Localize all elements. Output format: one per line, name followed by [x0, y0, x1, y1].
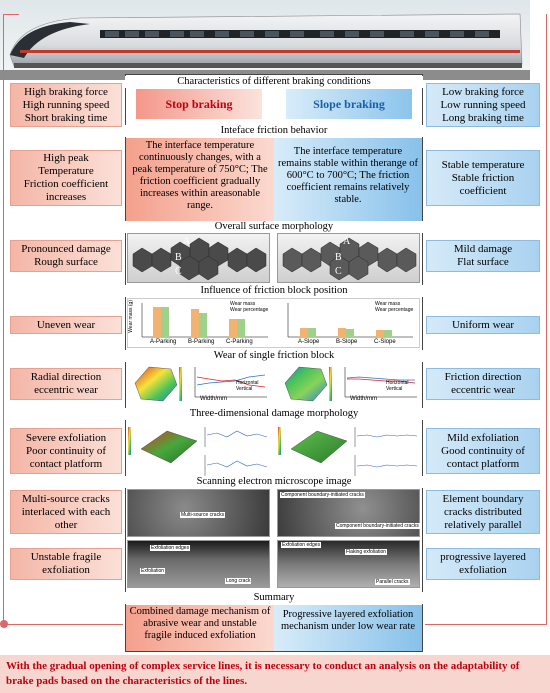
right-item-interface: Stable temperature Stable friction coeff…	[426, 150, 540, 206]
single-legend-h-stop: Horizontal	[236, 380, 259, 386]
interface-title: Inteface friction behavior	[125, 125, 423, 137]
footer-text: With the gradual opening of complex serv…	[0, 655, 550, 693]
bar-a-parking-pct	[161, 307, 169, 337]
interface-stop-text: The interface temperature continuously c…	[126, 138, 274, 221]
bar-c-parking-mass	[229, 319, 237, 337]
left-item-unstable: Unstable fragile exfoliation	[10, 548, 122, 580]
left-item-interface: High peak Temperature Friction coefficie…	[10, 150, 122, 206]
legend-pct-parking: Wear percentage	[230, 307, 269, 313]
sem-label-component-2: Component boundary-initiated cracks	[335, 523, 420, 529]
left-item-multi: Multi-source cracks interlaced with each…	[10, 490, 122, 534]
right-item-surface: Mild damage Flat surface	[426, 240, 540, 272]
cat-b-parking: B-Parking	[188, 339, 215, 345]
legend-pct-slope: Wear percentage	[375, 307, 414, 313]
surface-image-stop	[127, 233, 270, 283]
surface-letter-c-stop: C	[175, 266, 182, 277]
bar-a-slope-mass	[300, 328, 308, 337]
bar-b-slope-pct	[346, 329, 354, 337]
surface-letter-c-slope: C	[335, 266, 342, 277]
cat-a-slope: A-Slope	[298, 339, 320, 345]
right-item-uniform: Uniform wear	[426, 316, 540, 334]
single-block-stop	[127, 363, 270, 405]
influence-bar-svg	[141, 303, 413, 338]
legend-mass-parking: Wear mass	[230, 301, 256, 307]
cat-b-slope: B-Slope	[336, 339, 358, 345]
left-item-braking: High braking force High running speed Sh…	[10, 83, 122, 127]
bar-a-slope-pct	[308, 328, 316, 337]
bar-b-parking-pct	[199, 313, 207, 337]
left-red-bracket	[3, 14, 19, 624]
single-legend-h-slope: Horizontal	[386, 380, 409, 386]
right-red-bracket	[546, 14, 547, 625]
slope-braking-label: Slope braking	[286, 89, 412, 119]
left-item-radial: Radial direction eccentric wear	[10, 368, 122, 400]
single-block-slope	[277, 363, 420, 405]
single-xlabel-stop: Width/mm	[200, 396, 227, 402]
single-xlabel-slope: Width/mm	[350, 396, 377, 402]
sem-label-exf-edges-2: Exfoliation edges	[281, 542, 322, 548]
threed-stop	[127, 421, 270, 483]
right-item-friction: Friction direction eccentric wear	[426, 368, 540, 400]
threed-slope	[277, 421, 420, 483]
surface-letter-a-stop: A	[183, 236, 191, 247]
cat-c-slope: C-Slope	[374, 339, 396, 345]
summary-stop-text: Combined damage mechanism of abrasive we…	[126, 605, 274, 651]
cat-a-parking: A-Parking	[150, 339, 177, 345]
left-item-severe: Severe exfoliation Poor continuity of co…	[10, 428, 122, 474]
sem-label-exfoliation: Exfoliation	[140, 568, 166, 574]
sem-title: Scanning electron microscope image	[125, 476, 423, 488]
single-legend-v-stop: Vertical	[236, 386, 253, 392]
right-item-braking: Low braking force Low running speed Long…	[426, 83, 540, 127]
train-image	[0, 0, 530, 80]
legend-mass-slope: Wear mass	[375, 301, 401, 307]
sem-label-component-1: Component boundary-initiated cracks	[280, 492, 365, 498]
right-item-element: Element boundary cracks distributed rela…	[426, 490, 540, 534]
left-item-surface: Pronounced damage Rough surface	[10, 240, 122, 272]
bar-b-slope-mass	[338, 328, 346, 337]
right-item-mild: Mild exfoliation Good continuity of cont…	[426, 428, 540, 474]
surface-letter-a-slope: A	[343, 236, 351, 247]
stop-braking-label: Stop braking	[136, 89, 262, 119]
left-red-line	[3, 624, 123, 625]
single-legend-v-slope: Vertical	[386, 386, 403, 392]
bar-c-slope-mass	[376, 330, 384, 337]
header-title: Characteristics of different braking con…	[125, 76, 423, 88]
sem-label-multi: Multi-source cracks	[180, 512, 226, 518]
sem-label-exf-edges: Exfoliation edges	[150, 545, 191, 551]
overall-title: Overall surface morphology	[125, 221, 423, 233]
threed-title: Three-dimensional damage morphology	[125, 408, 423, 420]
surface-letter-b-slope: B	[335, 252, 342, 263]
influence-yaxis-left: Wear mass (g)	[128, 300, 134, 333]
interface-slope-text: The interface temperature remains stable…	[274, 138, 422, 221]
sem-label-parallel: Parallel cracks	[375, 579, 410, 585]
bar-c-slope-pct	[384, 330, 392, 337]
influence-title: Influence of friction block position	[125, 285, 423, 297]
cat-c-parking: C-Parking	[226, 339, 253, 345]
sem-label-flaking: Flaking exfoliation	[345, 549, 388, 555]
left-item-uneven: Uneven wear	[10, 316, 122, 334]
summary-title: Summary	[125, 592, 423, 604]
right-item-progressive: progressive layered exfoliation	[426, 548, 540, 580]
single-title: Wear of single friction block	[125, 350, 423, 362]
right-red-line	[425, 624, 547, 625]
surface-image-slope	[277, 233, 420, 283]
bar-b-parking-mass	[191, 309, 199, 337]
summary-slope-text: Progressive layered exfoliation mechanis…	[274, 605, 422, 651]
bar-c-parking-pct	[237, 319, 245, 337]
sem-label-long-crack: Long crack	[225, 578, 252, 584]
influence-charts	[127, 298, 420, 348]
surface-letter-b-stop: B	[175, 252, 182, 263]
bar-a-parking-mass	[153, 307, 161, 337]
